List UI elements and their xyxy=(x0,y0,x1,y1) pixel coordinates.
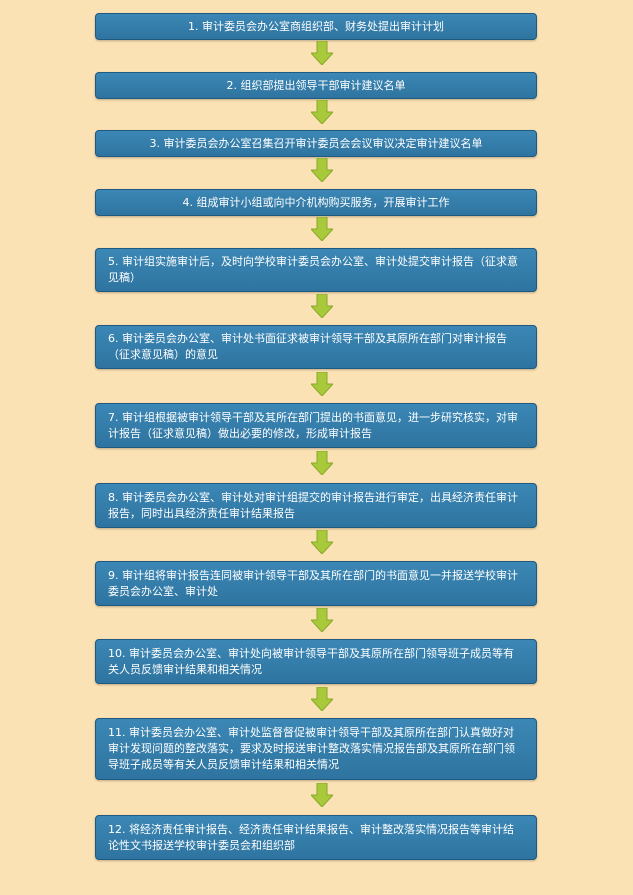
step-text-5: 5. 审计组实施审计后，及时向学校审计委员会办公室、审计处提交审计报告（征求意见… xyxy=(108,255,518,284)
step-box-3: 3. 审计委员会办公室召集召开审计委员会会议审议决定审计建议名单 xyxy=(95,130,537,157)
step-text-9: 9. 审计组将审计报告连同被审计领导干部及其所在部门的书面意见一并报送学校审计委… xyxy=(108,568,518,598)
step-text-6: 6. 审计委员会办公室、审计处书面征求被审计领导干部及其原所在部门对审计报告（征… xyxy=(108,332,507,361)
step-text-1: 1. 审计委员会办公室商组织部、财务处提出审计计划 xyxy=(188,19,444,33)
step-text-10: 10. 审计委员会办公室、审计处向被审计领导干部及其原所在部门领导班子成员等有关… xyxy=(108,646,514,676)
step-text-2: 2. 组织部提出领导干部审计建议名单 xyxy=(226,78,406,92)
step-box-9: 9. 审计组将审计报告连同被审计领导干部及其所在部门的书面意见一并报送学校审计委… xyxy=(95,561,537,606)
step-box-11: 11. 审计委员会办公室、审计处监督督促被审计领导干部及其原所在部门认真做好对审… xyxy=(95,718,537,780)
down-arrow-icon xyxy=(311,608,333,632)
down-arrow-icon xyxy=(311,294,333,318)
step-box-8: 8. 审计委员会办公室、审计处对审计组提交的审计报告进行审定，出具经济责任审计报… xyxy=(95,483,537,528)
step-text-4: 4. 组成审计小组或向中介机构购买服务，开展审计工作 xyxy=(182,195,450,209)
step-box-12: 12. 将经济责任审计报告、经济责任审计结果报告、审计整改落实情况报告等审计结论… xyxy=(95,815,537,860)
down-arrow-icon xyxy=(311,783,333,807)
down-arrow-icon xyxy=(311,100,333,124)
step-text-12: 12. 将经济责任审计报告、经济责任审计结果报告、审计整改落实情况报告等审计结论… xyxy=(108,822,514,852)
down-arrow-icon xyxy=(311,687,333,711)
step-box-1: 1. 审计委员会办公室商组织部、财务处提出审计计划 xyxy=(95,13,537,40)
down-arrow-icon xyxy=(311,530,333,554)
step-text-7: 7. 审计组根据被审计领导干部及其所在部门提出的书面意见，进一步研究核实，对审计… xyxy=(108,410,518,440)
step-box-10: 10. 审计委员会办公室、审计处向被审计领导干部及其原所在部门领导班子成员等有关… xyxy=(95,639,537,684)
step-box-7: 7. 审计组根据被审计领导干部及其所在部门提出的书面意见，进一步研究核实，对审计… xyxy=(95,403,537,448)
step-text-11: 11. 审计委员会办公室、审计处监督督促被审计领导干部及其原所在部门认真做好对审… xyxy=(108,726,515,771)
down-arrow-icon xyxy=(311,41,333,65)
down-arrow-icon xyxy=(311,372,333,396)
step-text-8: 8. 审计委员会办公室、审计处对审计组提交的审计报告进行审定，出具经济责任审计报… xyxy=(108,490,518,520)
step-box-2: 2. 组织部提出领导干部审计建议名单 xyxy=(95,72,537,99)
down-arrow-icon xyxy=(311,217,333,241)
down-arrow-icon xyxy=(311,451,333,475)
step-text-3: 3. 审计委员会办公室召集召开审计委员会会议审议决定审计建议名单 xyxy=(149,136,483,150)
step-box-5: 5. 审计组实施审计后，及时向学校审计委员会办公室、审计处提交审计报告（征求意见… xyxy=(95,248,537,292)
step-box-4: 4. 组成审计小组或向中介机构购买服务，开展审计工作 xyxy=(95,189,537,216)
down-arrow-icon xyxy=(311,158,333,182)
step-box-6: 6. 审计委员会办公室、审计处书面征求被审计领导干部及其原所在部门对审计报告（征… xyxy=(95,325,537,369)
